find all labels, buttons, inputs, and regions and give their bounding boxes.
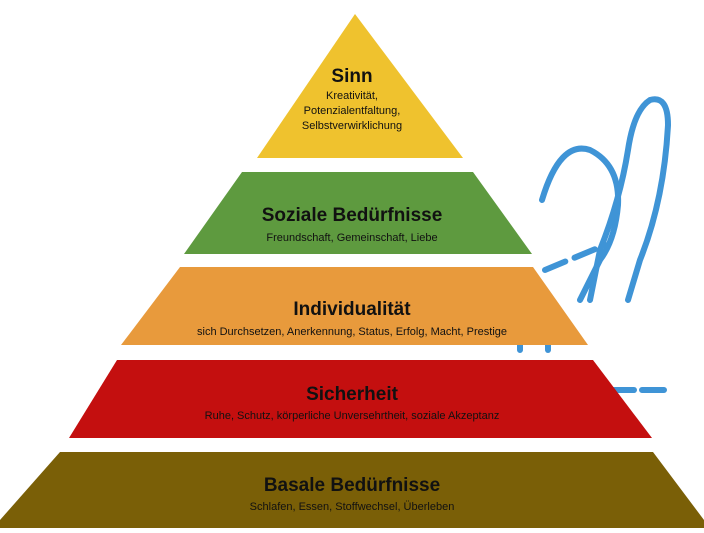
level-basale-beduerfnisse-shape	[0, 452, 704, 528]
level-sicherheit-shape	[69, 360, 652, 438]
level-soziale-beduerfnisse-shape	[184, 172, 532, 254]
raised-arm-person-icon	[517, 96, 675, 393]
level-sinn-shape	[257, 14, 463, 158]
level-individualitaet-shape	[121, 267, 588, 345]
